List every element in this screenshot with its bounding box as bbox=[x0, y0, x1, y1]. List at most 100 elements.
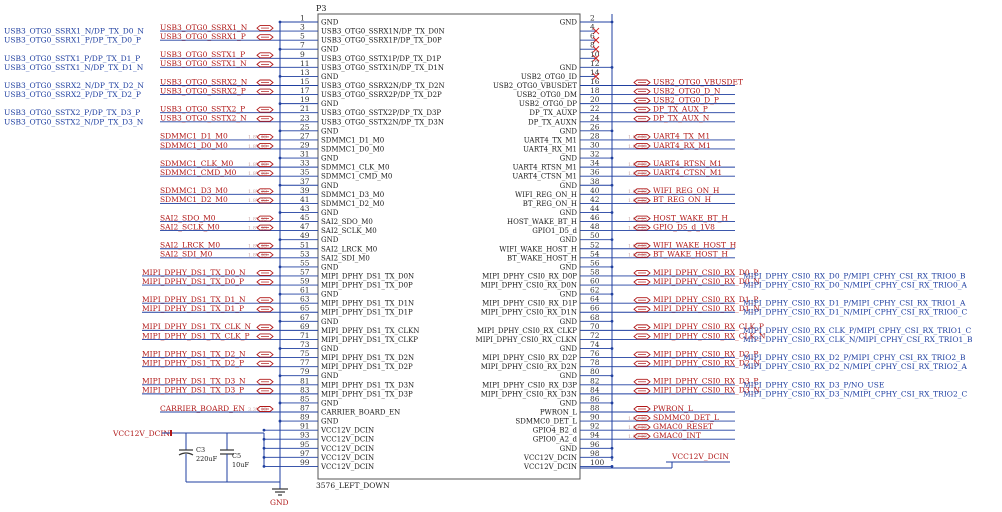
pin-name: SDMMC1_D2_M0 bbox=[321, 200, 384, 208]
pin-name: GND bbox=[321, 263, 339, 271]
port-flag bbox=[633, 378, 651, 385]
pin-name: DP_TX_AUXP bbox=[529, 109, 577, 117]
net-label: GMAC0_RESET bbox=[653, 422, 713, 431]
pin-number: 46 bbox=[590, 213, 600, 222]
net-label: SDMMC1_CLK_M0 bbox=[160, 159, 234, 168]
pin-name: WIFI_REG_ON_H bbox=[515, 191, 577, 199]
external-net-label: MIPI_DPHY_CSI0_RX_D2_P/MIPI_CPHY_CSI_RX_… bbox=[743, 353, 966, 362]
net-label: MIPI_DPHY_DS1_TX_D0_P bbox=[142, 277, 244, 286]
pin-number: 91 bbox=[300, 422, 310, 431]
port-flag bbox=[633, 351, 651, 358]
pin-name: GND bbox=[321, 209, 339, 217]
pin-number: 52 bbox=[590, 240, 600, 249]
pin-number: 97 bbox=[300, 449, 310, 458]
net-label: BT_WAKE_HOST_H bbox=[653, 250, 728, 259]
pin-name: GND bbox=[560, 19, 578, 27]
pin-number: 37 bbox=[300, 177, 310, 186]
external-net-label: USB3_OTG0_SSRX1_P/DP_TX_D0_P bbox=[4, 36, 141, 45]
pin-name: SDMMC1_CLK_M0 bbox=[321, 164, 389, 172]
port-flag bbox=[256, 188, 274, 195]
pin-number: 43 bbox=[300, 204, 310, 213]
io-voltage: 1.8V IO bbox=[628, 144, 647, 150]
net-label: GMAC0_INT bbox=[653, 431, 701, 440]
port-flag bbox=[633, 251, 651, 258]
pin-number: 77 bbox=[300, 358, 310, 367]
io-voltage: 1.8V IO bbox=[628, 189, 647, 195]
pin-number: 27 bbox=[300, 131, 310, 140]
pin-number: 1 bbox=[300, 14, 305, 23]
net-label: USB3_OTG0_SSRX2_N bbox=[160, 77, 248, 86]
external-net-label: USB3_OTG0_SSTX2_N/DP_TX_D3_N bbox=[4, 117, 144, 126]
pin-number: 15 bbox=[300, 77, 310, 86]
pin-number: 40 bbox=[590, 186, 600, 195]
pin-name: GND bbox=[560, 263, 578, 271]
pin-name: MIPI_DPHY_DS1_TX_D0N bbox=[321, 272, 414, 280]
component-ref: P3 bbox=[316, 4, 326, 13]
pin-name: VCC12V_DCIN bbox=[320, 445, 374, 453]
pin-number: 81 bbox=[300, 376, 310, 385]
pin-number: 89 bbox=[300, 413, 310, 422]
port-flag bbox=[633, 387, 651, 394]
pin-number: 74 bbox=[590, 340, 600, 349]
pin-number: 18 bbox=[590, 86, 600, 95]
pin-name: GND bbox=[321, 318, 339, 326]
pin-number: 86 bbox=[590, 394, 600, 403]
pin-name: SDMMC1_D3_M0 bbox=[321, 191, 384, 199]
pin-name: GND bbox=[560, 372, 578, 380]
external-net-label: MIPI_DPHY_CSI0_RX_D2_N/MIPI_CPHY_CSI_RX_… bbox=[743, 362, 967, 371]
net-label: SDMMC0_DET_L bbox=[653, 413, 719, 422]
net-label: MIPI_DPHY_CSI0_RX_D2_N bbox=[653, 358, 760, 367]
port-flag bbox=[256, 242, 274, 249]
pin-name: SDMMC1_D0_M0 bbox=[321, 145, 384, 153]
port-flag bbox=[633, 279, 651, 285]
pin-number: 45 bbox=[300, 213, 310, 222]
pin-number: 64 bbox=[590, 295, 600, 304]
pin-number: 100 bbox=[590, 458, 605, 467]
net-label: USB3_OTG0_SSTX2_N bbox=[160, 114, 247, 123]
net-label: MIPI_DPHY_DS1_TX_D2_P bbox=[142, 358, 244, 367]
net-label: PWRON_L bbox=[653, 404, 693, 413]
net-label: USB3_OTG0_SSRX2_P bbox=[160, 86, 246, 95]
pin-name: GND bbox=[321, 345, 339, 353]
pin-name: SAI2_SDO_M0 bbox=[321, 218, 373, 226]
pin-name: UART4_TX_M1 bbox=[524, 136, 577, 144]
port-flag bbox=[256, 52, 274, 59]
pin-name: MIPI_DPHY_DS1_TX_D0P bbox=[321, 282, 413, 290]
net-label: HOST_WAKE_BT_H bbox=[653, 213, 728, 222]
pin-name: GND bbox=[560, 182, 578, 190]
pin-name: SAI2_SDI_M0 bbox=[321, 254, 370, 262]
pin-number: 80 bbox=[590, 367, 600, 376]
net-label: WIFI_WAKE_HOST_H bbox=[653, 241, 737, 250]
pin-number: 39 bbox=[300, 186, 310, 195]
pin-number: 83 bbox=[300, 385, 310, 394]
net-label: MIPI_DPHY_CSI0_RX_D0_N bbox=[653, 277, 760, 286]
pin-name: MIPI_DPHY_DS1_TX_D2N bbox=[321, 354, 414, 362]
pin-number: 87 bbox=[300, 404, 310, 413]
pin-number: 75 bbox=[300, 349, 310, 358]
net-label: MIPI_DPHY_CSI0_RX_D2_P bbox=[653, 349, 758, 358]
pin-name: GND bbox=[321, 182, 339, 190]
net-label: DP_TX_AUX_P bbox=[653, 105, 708, 114]
pin-name: CARRIER_BOARD_EN bbox=[321, 409, 400, 417]
